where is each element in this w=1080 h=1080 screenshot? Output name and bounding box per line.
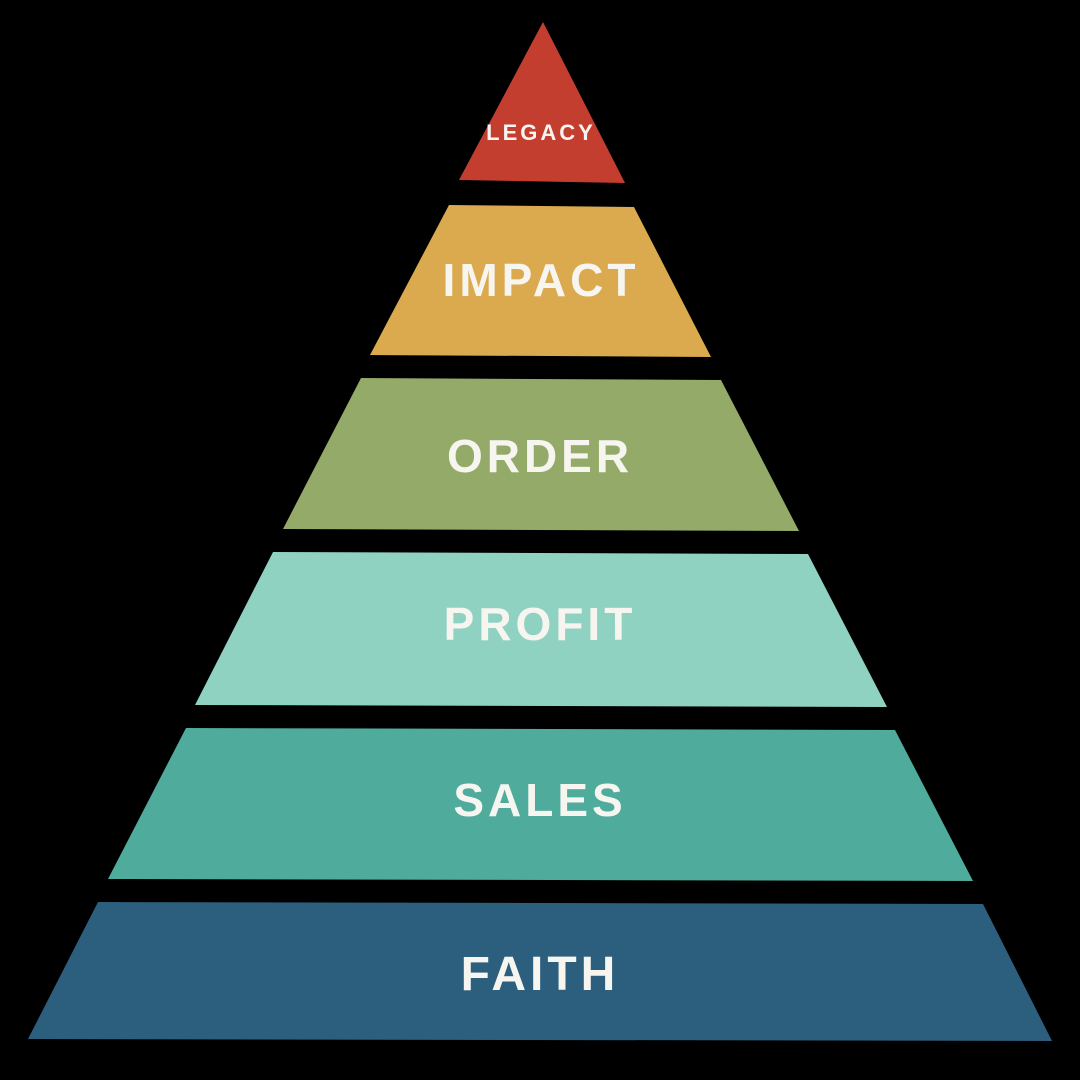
pyramid-level-faith: FAITH	[28, 902, 1052, 1041]
pyramid-level-profit: PROFIT	[195, 552, 887, 707]
pyramid-level-sales: SALES	[108, 728, 973, 881]
pyramid-level-impact-shape	[370, 205, 711, 357]
pyramid-level-profit-label: PROFIT	[444, 598, 637, 650]
pyramid-level-impact-label: IMPACT	[443, 254, 640, 306]
pyramid-level-order-label: ORDER	[447, 430, 633, 482]
pyramid-level-faith-shape	[28, 902, 1052, 1041]
pyramid-level-impact: IMPACT	[370, 205, 711, 357]
pyramid-level-sales-label: SALES	[453, 774, 626, 826]
pyramid-level-faith-label: FAITH	[461, 948, 620, 1001]
pyramid-level-order: ORDER	[283, 378, 799, 531]
pyramid-level-legacy-shape	[459, 22, 625, 183]
pyramid-level-order-shape	[283, 378, 799, 531]
pyramid-level-legacy: LEGACY	[459, 22, 625, 183]
pyramid-level-legacy-label: LEGACY	[486, 120, 596, 145]
pyramid-level-profit-shape	[195, 552, 887, 707]
pyramid-level-sales-shape	[108, 728, 973, 881]
